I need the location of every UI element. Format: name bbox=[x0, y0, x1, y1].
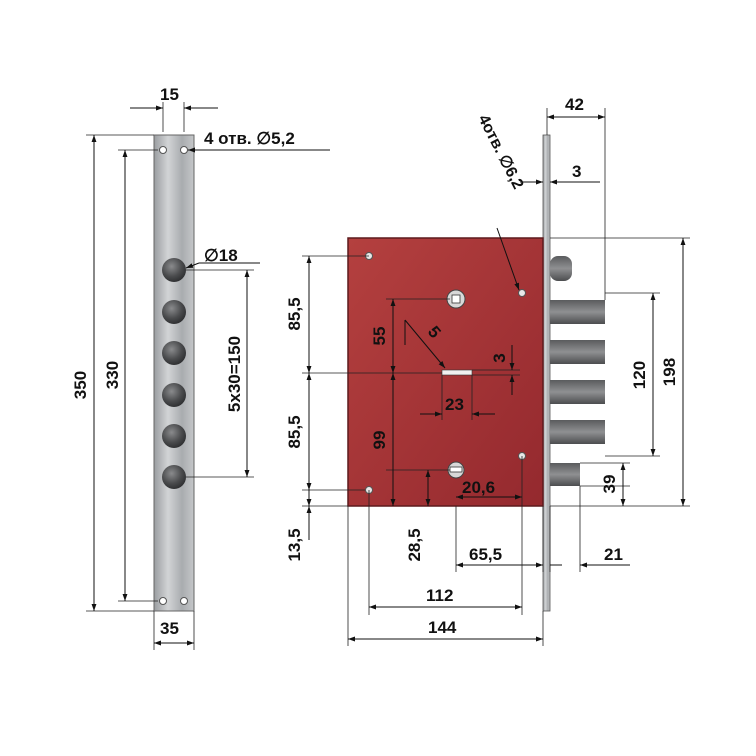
dim-28-5-label: 28,5 bbox=[405, 528, 424, 561]
dim-39-label: 39 bbox=[600, 475, 619, 494]
bolt-spacing-label: 5x30=150 bbox=[225, 336, 244, 412]
dim-65-5-label: 65,5 bbox=[469, 545, 502, 564]
dim-112-label: 112 bbox=[426, 586, 453, 605]
dim-21-label: 21 bbox=[604, 545, 623, 564]
latch-bolt bbox=[550, 256, 572, 281]
bolt-hole-icon bbox=[162, 258, 186, 282]
bolt-hole-icon bbox=[162, 383, 186, 407]
lock-dimensions bbox=[302, 108, 690, 646]
dim-99-label: 99 bbox=[370, 431, 389, 450]
dim-20-6-label: 20,6 bbox=[462, 478, 495, 497]
dim-85-5-lower-label: 85,5 bbox=[285, 415, 304, 448]
strip-hole-icon bbox=[159, 146, 167, 154]
dim-85-5-upper-label: 85,5 bbox=[285, 297, 304, 330]
dim-144-label: 144 bbox=[428, 618, 457, 637]
strip-height-outer-label: 350 bbox=[71, 371, 90, 399]
dim-198-label: 198 bbox=[660, 358, 679, 386]
dim-120-label: 120 bbox=[630, 361, 649, 389]
lock-assembly bbox=[347, 134, 605, 612]
strip-hole-icon bbox=[159, 597, 167, 605]
dim-13-5-label: 13,5 bbox=[285, 528, 304, 561]
bolt-hole-icon bbox=[162, 424, 186, 448]
strip-labels: 15 4 отв. ∅5,2 350 330 ∅18 5x30=150 35 bbox=[71, 85, 295, 638]
dim-42-label: 42 bbox=[565, 95, 584, 114]
strip-width-bottom-label: 35 bbox=[160, 619, 179, 638]
spindle-square-icon bbox=[451, 294, 461, 304]
strip-holes-note: 4 отв. ∅5,2 bbox=[204, 129, 295, 148]
deadbolt bbox=[550, 340, 605, 364]
strip-plate bbox=[153, 134, 195, 612]
strip-height-inner-label: 330 bbox=[103, 361, 122, 389]
dim-3-mid-label: 3 bbox=[490, 353, 509, 362]
deadbolt bbox=[550, 420, 605, 444]
strip-dimensions bbox=[86, 102, 330, 650]
strip-width-top-label: 15 bbox=[160, 85, 179, 104]
lock-holes-note: 4отв. ∅6,2 bbox=[474, 112, 526, 192]
screw-icon bbox=[518, 289, 526, 297]
strike-strip bbox=[153, 134, 195, 612]
deadbolt bbox=[550, 380, 605, 404]
cylinder-slot-icon bbox=[449, 466, 463, 473]
strip-hole-icon bbox=[180, 597, 188, 605]
keyhole-slot bbox=[441, 369, 473, 376]
lock-faceplate bbox=[542, 134, 551, 612]
dim-55-label: 55 bbox=[370, 327, 389, 346]
bolt-hole-icon bbox=[162, 465, 186, 489]
bolt-diameter-label: ∅18 bbox=[204, 246, 238, 265]
dim-23-label: 23 bbox=[445, 395, 464, 414]
dim-3-top-label: 3 bbox=[572, 162, 581, 181]
bolt-hole-icon bbox=[162, 300, 186, 324]
strip-hole-icon bbox=[180, 146, 188, 154]
deadbolt bbox=[550, 300, 605, 324]
night-latch bbox=[550, 463, 580, 486]
bolt-hole-icon bbox=[162, 341, 186, 365]
